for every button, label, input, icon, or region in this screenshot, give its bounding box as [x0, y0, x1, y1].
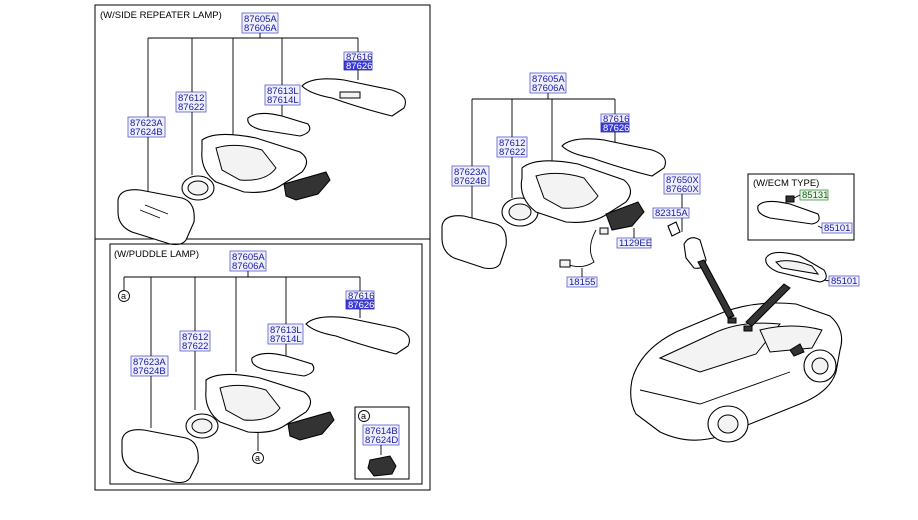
ecm-mirror-shape: [757, 200, 820, 225]
repeater-lamp-shape: [247, 112, 311, 137]
callout-a-bottom-text: a: [255, 453, 260, 463]
label-87624b-c[interactable]: 87624B: [454, 176, 487, 187]
mirror-bracket-shape-b: [287, 411, 335, 441]
label-18155[interactable]: 18155: [569, 277, 595, 288]
center-scalp-cover: [561, 138, 667, 177]
callout-a-detail-text: a: [361, 411, 366, 421]
side-repeater-leaders: [147, 33, 359, 195]
label-87624d[interactable]: 87624D: [365, 435, 398, 446]
ecm-bulb-shape: [785, 195, 795, 203]
car-illustration: [630, 259, 843, 443]
center-clip: [667, 221, 681, 237]
label-87605a-c[interactable]: 87605A: [532, 74, 565, 85]
side-repeater-labels: 87605A 87606A 87616 87626 87612 87622 87…: [127, 12, 372, 138]
label-87623a[interactable]: 87623A: [130, 118, 163, 129]
label-85101-ecm[interactable]: 85101: [824, 223, 850, 234]
label-87624b[interactable]: 87624B: [130, 127, 163, 138]
label-87614l-b[interactable]: 87614L: [270, 334, 302, 345]
puddle-parts: [121, 316, 411, 484]
center-leaders: [471, 93, 683, 277]
repeater-lamp-shape-b: [251, 352, 315, 377]
label-87614l[interactable]: 87614L: [267, 95, 299, 106]
ecm-panel: [747, 173, 855, 241]
callout-a-top-text: a: [121, 291, 126, 301]
mirror-bracket-shape: [283, 171, 331, 201]
center-wiring: [565, 229, 597, 267]
label-87626-b[interactable]: 87626: [348, 300, 374, 311]
center-mirror-glass: [441, 215, 507, 270]
side-repeater-panel: [94, 4, 431, 240]
car-side-mirror: [789, 343, 805, 357]
label-87612-b[interactable]: 87612: [182, 332, 208, 343]
label-87622-b[interactable]: 87622: [182, 341, 208, 352]
label-87614b[interactable]: 87614B: [365, 426, 398, 437]
side-repeater-parts: [117, 78, 407, 246]
label-87622[interactable]: 87622: [178, 102, 204, 113]
interior-mirror: [765, 251, 831, 283]
puddle-lamp-shape: [367, 455, 397, 477]
label-87616[interactable]: 87616: [346, 52, 372, 63]
label-87616-b[interactable]: 87616: [348, 291, 374, 302]
center-bracket: [605, 201, 645, 231]
label-87605a[interactable]: 87605A: [244, 14, 277, 25]
label-1129ee[interactable]: 1129EE: [619, 238, 652, 249]
label-87623a-c[interactable]: 87623A: [454, 167, 487, 178]
puddle-labels: 87605A 87606A 87616 87626 87612 87622 87…: [130, 250, 374, 377]
label-85101[interactable]: 85101: [831, 276, 857, 287]
pointer-arrow-1: [697, 259, 735, 319]
label-87612[interactable]: 87612: [178, 93, 204, 104]
center-labels: 87605A 87606A 87616 87626 87612 87622 87…: [451, 72, 701, 288]
label-87612-c[interactable]: 87612: [499, 138, 525, 149]
label-87606a-c[interactable]: 87606A: [532, 83, 565, 94]
label-87626-c[interactable]: 87626: [603, 123, 629, 134]
scalp-cover-shape-b: [305, 316, 411, 355]
label-87616-c[interactable]: 87616: [603, 114, 629, 125]
pointer-arrow-2: [745, 283, 791, 327]
label-87660x[interactable]: 87660X: [666, 184, 699, 195]
label-87605a-b[interactable]: 87605A: [232, 252, 265, 263]
mirror-glass-shape-b: [121, 429, 199, 484]
car-roof-glass: [759, 325, 823, 353]
ecm-parts: [757, 194, 823, 229]
label-87606a-b[interactable]: 87606A: [232, 261, 265, 272]
puddle-panel: [109, 243, 423, 485]
callout-a-detail-box: [354, 406, 410, 480]
label-87626[interactable]: 87626: [346, 61, 372, 72]
label-87650x[interactable]: 87650X: [666, 175, 699, 186]
label-85131[interactable]: 85131: [802, 190, 828, 201]
label-87623a-b[interactable]: 87623A: [133, 357, 166, 368]
label-87624b-b[interactable]: 87624B: [133, 366, 166, 377]
callout-a-bottom: [252, 452, 264, 464]
label-87606a[interactable]: 87606A: [244, 23, 277, 34]
car-mirror-interior: [743, 325, 753, 332]
label-87613l-b[interactable]: 87613L: [270, 325, 302, 336]
center-parts: [441, 138, 707, 270]
callout-a-top: [118, 290, 130, 302]
mirror-glass-shape: [117, 189, 195, 246]
label-82315a[interactable]: 82315A: [655, 208, 688, 219]
ecm-title: (W/ECM TYPE): [753, 178, 819, 189]
car-mirror-left: [727, 317, 737, 324]
label-87613l[interactable]: 87613L: [267, 86, 299, 97]
puddle-title: (W/PUDDLE LAMP): [114, 249, 199, 260]
side-repeater-title: (W/SIDE REPEATER LAMP): [100, 10, 222, 21]
label-87622-c[interactable]: 87622: [499, 147, 525, 158]
